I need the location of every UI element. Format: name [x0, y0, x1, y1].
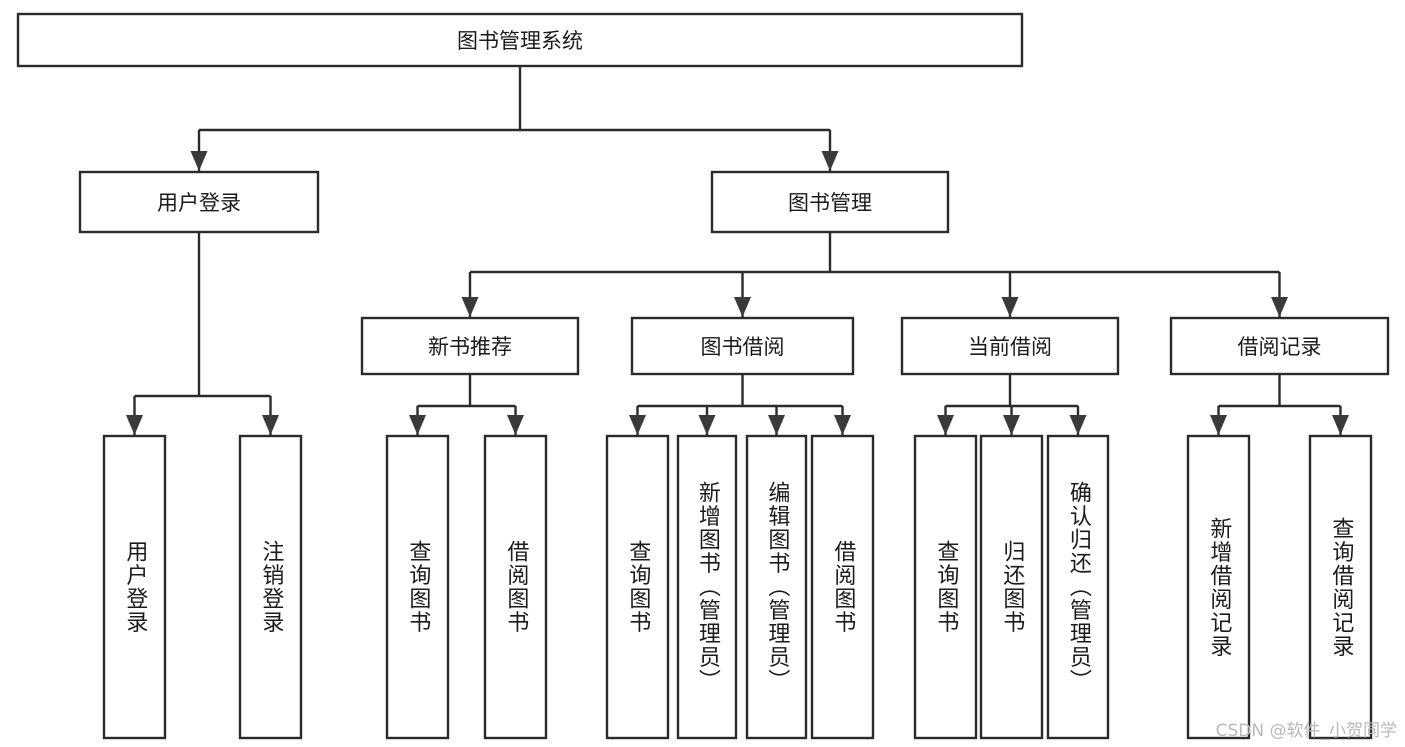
node-box: [1169, 316, 1390, 376]
node-label: 图书借阅: [701, 335, 785, 359]
leaf-node-box: [913, 434, 978, 740]
leaf-node-box: [745, 434, 808, 740]
node-box: [360, 316, 580, 376]
leaf-node-box: [1046, 434, 1110, 740]
root-node-label: 图书管理系统: [457, 29, 583, 53]
node-box: [16, 12, 1024, 68]
csdn-watermark: CSDN @软件_小贺同学: [1215, 721, 1397, 741]
node-box: [78, 170, 320, 234]
leaf-node-box: [810, 434, 875, 740]
leaf-node-box: [1308, 434, 1373, 740]
connector-layer: [126, 66, 1349, 435]
leaf-node-box: [102, 434, 167, 740]
leaf-node-box: [605, 434, 670, 740]
node-box-layer: [16, 12, 1390, 740]
node-label: 借阅记录: [1238, 335, 1322, 359]
node-label: 当前借阅: [968, 335, 1052, 359]
node-box: [710, 170, 950, 234]
node-label: 图书管理: [788, 191, 872, 215]
leaf-node-box: [483, 434, 548, 740]
leaf-node-box: [238, 434, 303, 740]
leaf-node-box: [1186, 434, 1251, 740]
leaf-node-box: [676, 434, 738, 740]
leaf-node-box: [385, 434, 450, 740]
node-box: [900, 316, 1120, 376]
leaf-node-box: [979, 434, 1044, 740]
node-label: 用户登录: [157, 191, 241, 215]
node-box: [630, 316, 855, 376]
node-label: 新书推荐: [428, 335, 512, 359]
